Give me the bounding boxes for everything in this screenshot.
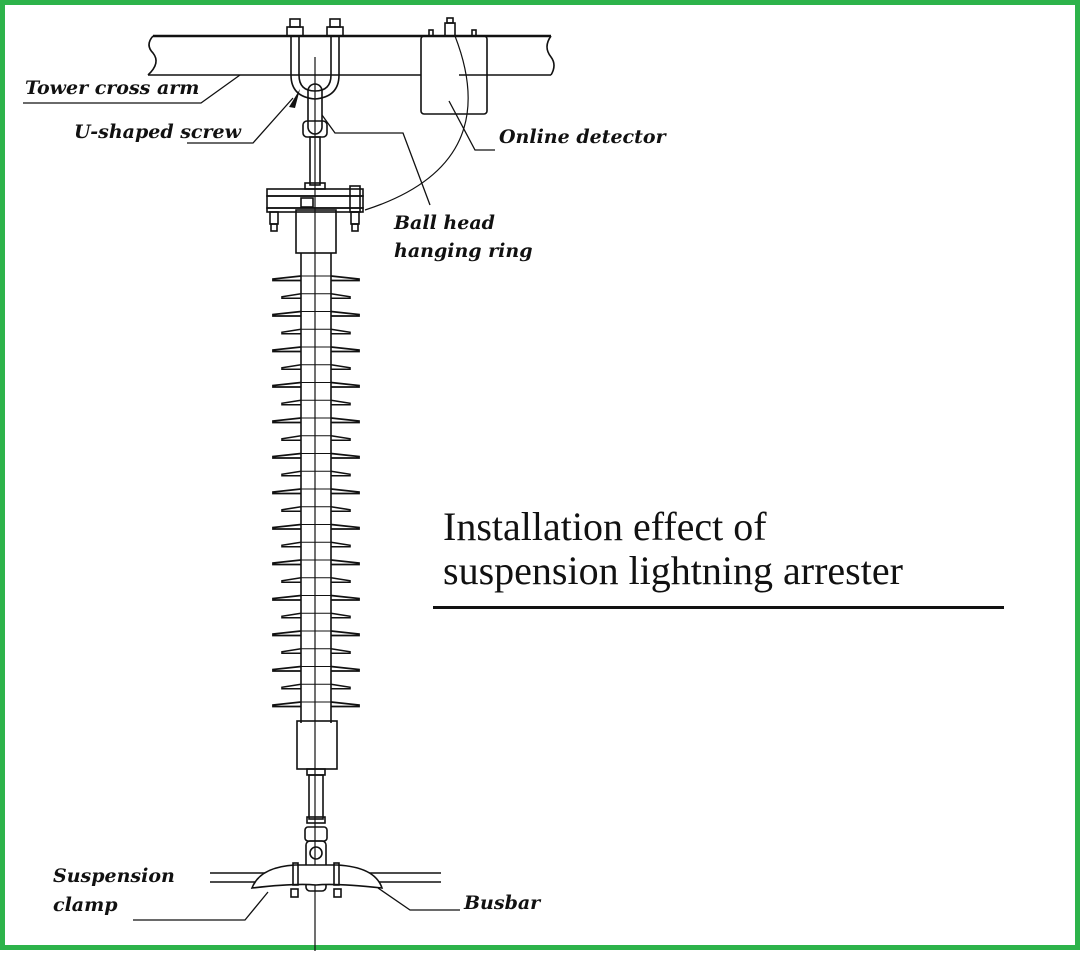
leader-lines	[23, 74, 495, 921]
shed-large	[272, 417, 360, 424]
shed-small	[281, 292, 351, 300]
shed-large	[272, 523, 360, 530]
shed-large	[272, 310, 360, 317]
shed-large	[272, 630, 360, 637]
shed-small	[281, 612, 351, 619]
label-ball-head: Ball head	[394, 212, 495, 234]
arrester-diagram	[23, 17, 555, 951]
shed-large	[272, 559, 360, 566]
label-suspension: Suspension	[53, 865, 175, 887]
shed-large	[272, 275, 360, 282]
shed-small	[281, 434, 351, 442]
figure-title-line-1: Installation effect of	[443, 504, 767, 549]
shed-small	[281, 576, 351, 584]
tower-cross-arm	[147, 34, 555, 76]
top-fitting	[266, 185, 364, 275]
arrester-sheds	[272, 275, 360, 708]
online-detector	[420, 17, 488, 115]
label-clamp: clamp	[53, 894, 118, 916]
label-hanging-ring: hanging ring	[394, 240, 533, 262]
shed-small	[281, 647, 351, 655]
label-u-shaped-screw: U-shaped screw	[74, 121, 241, 143]
figure-title-line-2: suspension lightning arrester	[443, 548, 903, 593]
shed-small	[281, 505, 351, 513]
shed-large	[272, 381, 360, 388]
shed-large	[272, 665, 360, 672]
label-busbar: Busbar	[464, 892, 541, 914]
shed-small	[281, 541, 351, 548]
detector-lead-wire	[364, 35, 469, 211]
shed-small	[281, 363, 351, 371]
shed-large	[272, 594, 360, 601]
shed-small	[281, 683, 351, 690]
shed-large	[272, 346, 360, 353]
shed-small	[281, 470, 351, 477]
label-online-detector: Online detector	[499, 126, 666, 148]
figure-title: Installation effect of suspension lightn…	[443, 505, 903, 593]
suspension-clamp	[250, 862, 384, 898]
shed-small	[281, 399, 351, 406]
title-underline	[433, 606, 1004, 609]
shed-small	[281, 328, 351, 335]
shed-large	[272, 701, 360, 708]
label-tower-cross-arm: Tower cross arm	[25, 77, 200, 99]
shed-large	[272, 452, 360, 459]
shed-large	[272, 488, 360, 495]
